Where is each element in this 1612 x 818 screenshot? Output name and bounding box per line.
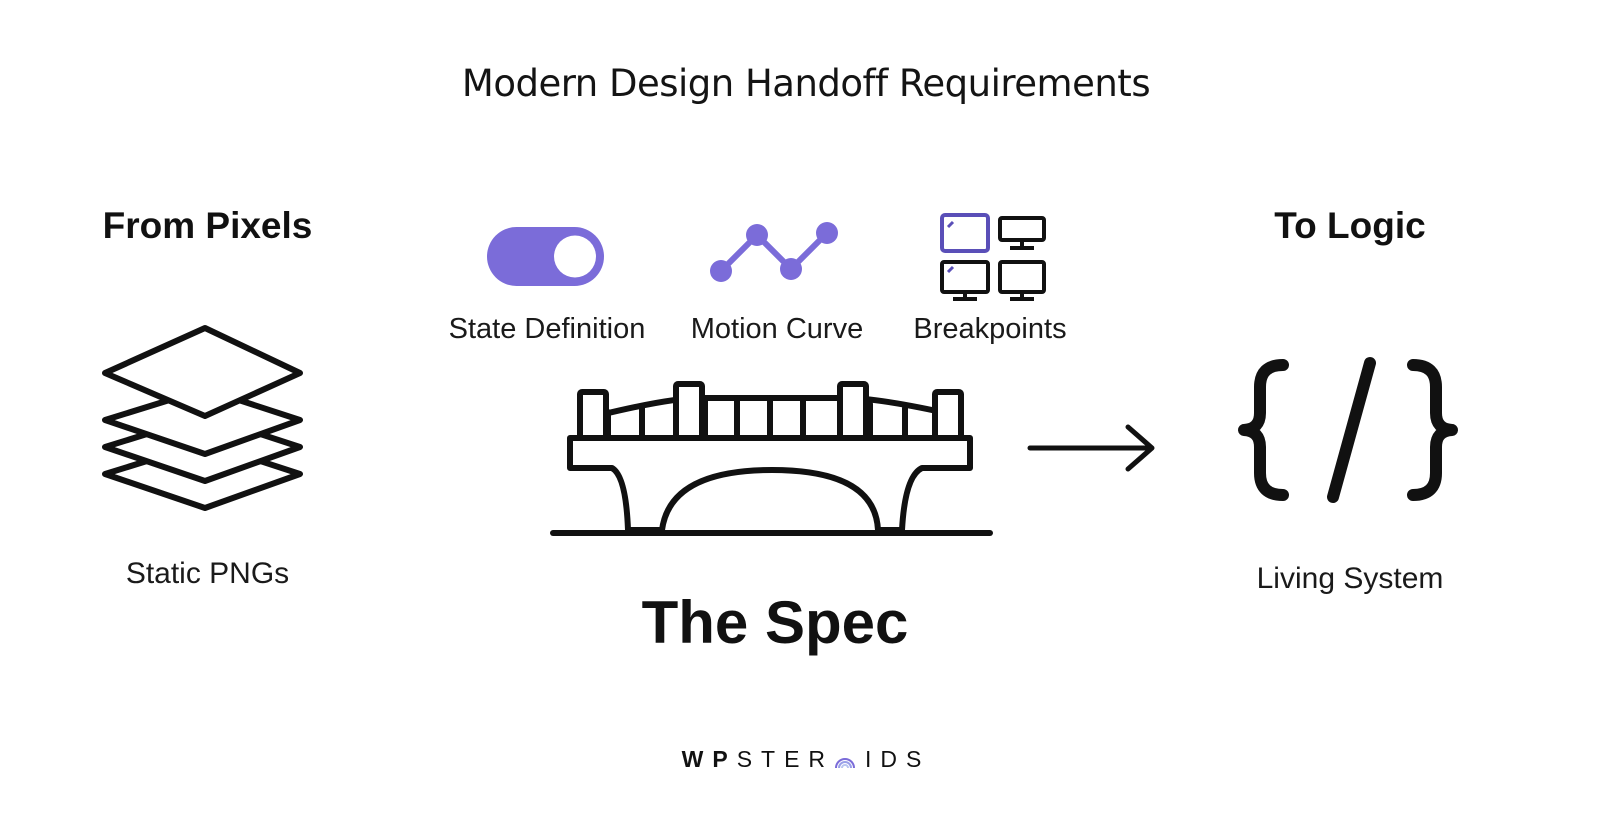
motion-curve-icon: [710, 222, 838, 282]
from-pixels-heading: From Pixels: [102, 205, 313, 246]
arc-o-icon: [834, 747, 856, 769]
the-spec-caption: The Spec: [641, 589, 909, 656]
breakpoints-label: Breakpoints: [913, 313, 1067, 345]
state-definition-label: State Definition: [448, 313, 646, 345]
to-logic-heading: To Logic: [1274, 205, 1426, 246]
living-system-caption: Living System: [1256, 562, 1444, 595]
bridge-icon: [550, 381, 993, 536]
stacked-layers-icon: [102, 325, 303, 511]
brand-logo: WPSTER IDS: [0, 746, 1612, 773]
devices-breakpoints-icon: [940, 213, 1046, 301]
code-braces-icon: [1238, 357, 1458, 503]
toggle-switch-icon: [487, 227, 604, 286]
brand-text-bold: WP: [681, 746, 737, 772]
brand-text-middle: STER: [736, 746, 835, 772]
static-pngs-caption: Static PNGs: [125, 557, 290, 590]
diagram-title: Modern Design Handoff Requirements: [461, 62, 1151, 105]
arrow-right-icon: [1027, 424, 1155, 472]
motion-curve-label: Motion Curve: [690, 313, 864, 345]
brand-text-end: IDS: [865, 746, 931, 772]
